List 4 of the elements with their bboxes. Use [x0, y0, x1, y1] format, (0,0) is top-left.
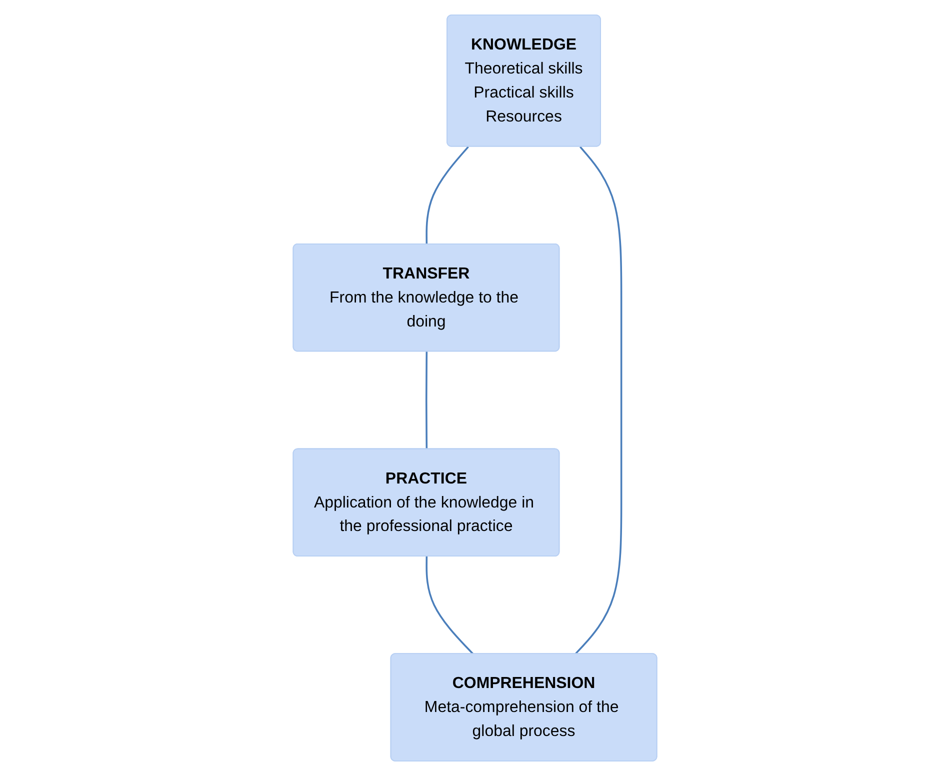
connector — [426, 556, 474, 655]
connector — [425, 352, 428, 450]
connector — [574, 146, 622, 655]
connector — [426, 146, 469, 244]
